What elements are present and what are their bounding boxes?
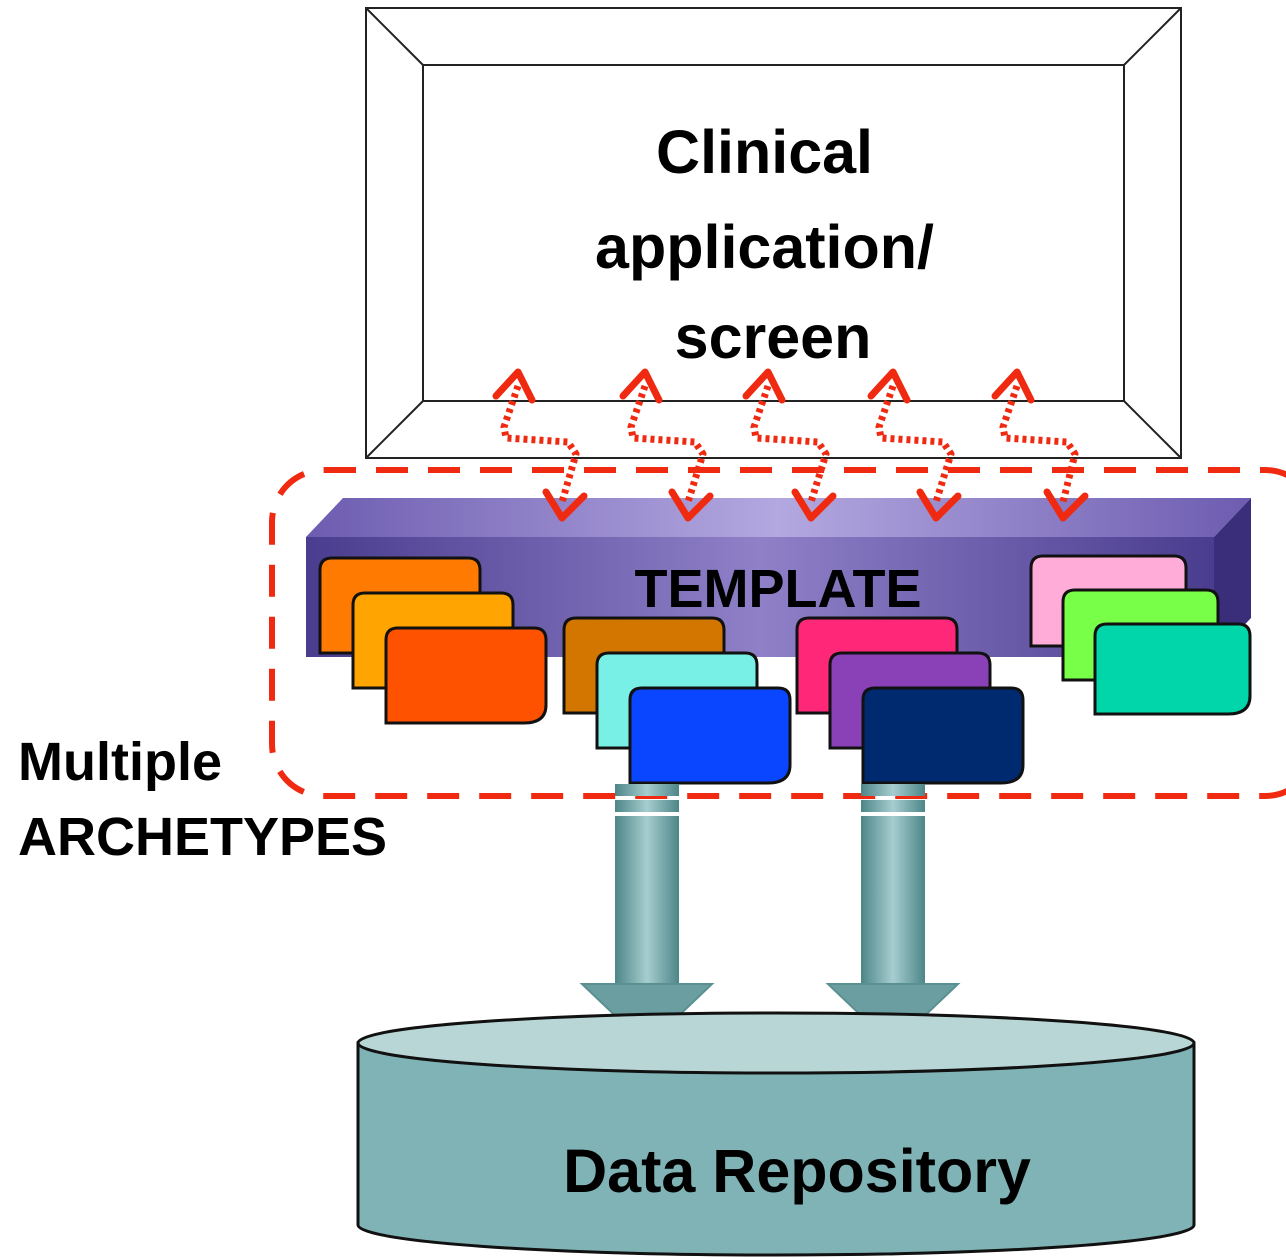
archetype-card — [861, 686, 1025, 785]
archetype-cards — [318, 554, 1252, 785]
archetype-card — [1093, 622, 1252, 716]
screen-template-links — [492, 368, 1089, 522]
screen-label-line-1: Clinical — [656, 118, 873, 186]
archetype-card-group — [1029, 554, 1252, 716]
dotted-bidirectional-arrow-icon — [867, 368, 962, 522]
archetype-card-group — [318, 556, 548, 725]
data-repository: Data Repository — [356, 1011, 1196, 1257]
screen-label-line-2: application/ — [595, 213, 934, 281]
template-label: TEMPLATE — [635, 559, 922, 619]
template-bar: TEMPLATE — [306, 498, 1251, 657]
clinical-screen: Clinical application/ screen — [365, 7, 1182, 459]
archetype-card-group — [795, 616, 1025, 785]
repository-label: Data Repository — [563, 1137, 1031, 1205]
dotted-bidirectional-arrow-icon — [991, 368, 1089, 522]
screen-label-line-3: screen — [675, 303, 872, 371]
dotted-bidirectional-arrow-icon — [492, 368, 588, 522]
screen-label: Clinical application/ screen — [595, 118, 951, 371]
archetype-card — [384, 626, 548, 725]
archetype-card — [628, 686, 792, 785]
archetypes-label: Multiple ARCHETYPES — [18, 732, 387, 867]
down-arrow-icon — [825, 784, 961, 1048]
repository-flow-arrows — [579, 784, 961, 1048]
archetypes-label-line-1: Multiple — [18, 732, 222, 792]
archetype-card-group — [562, 616, 792, 785]
dotted-bidirectional-arrow-icon — [619, 368, 714, 522]
archetypes-group-outline — [269, 467, 1286, 799]
archetypes-label-line-2: ARCHETYPES — [18, 807, 387, 867]
dotted-bidirectional-arrow-icon — [742, 368, 837, 522]
down-arrow-icon — [579, 784, 715, 1048]
